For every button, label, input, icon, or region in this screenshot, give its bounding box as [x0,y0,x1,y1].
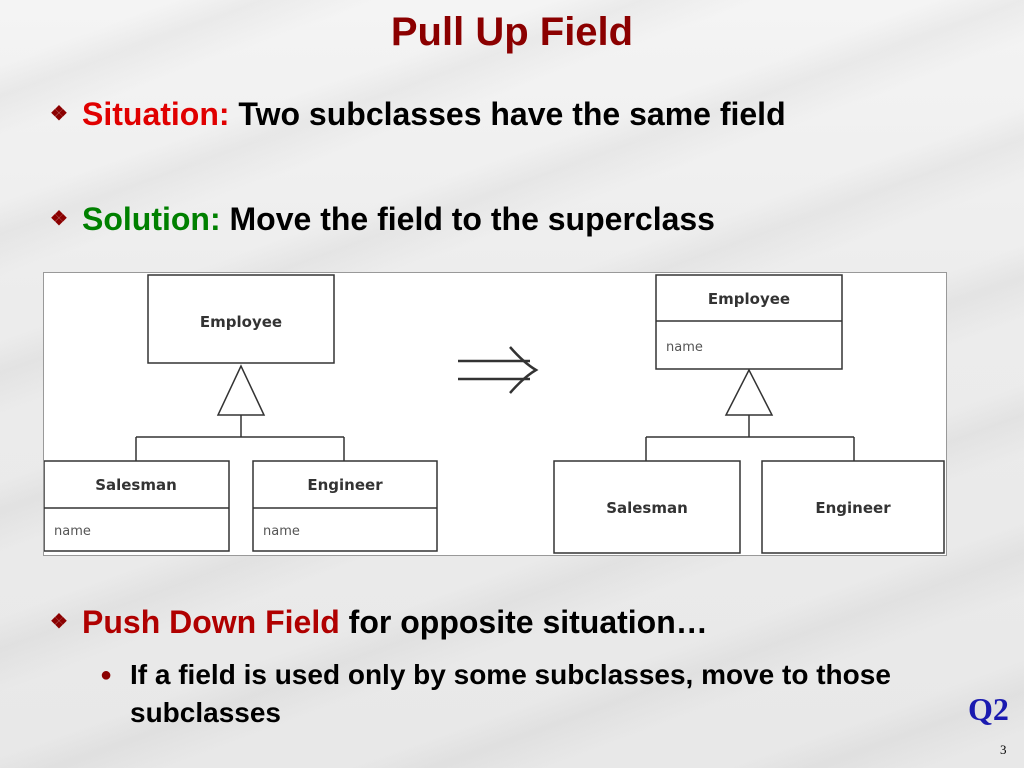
before-salesman-label: Salesman [95,476,177,494]
bullet-solution: ❖ Solution: Move the field to the supercl… [50,201,715,238]
after-superclass-field: name [666,340,703,355]
before-engineer-box [252,460,438,552]
before-salesman-box [43,460,230,552]
diamond-bullet-icon: ❖ [50,103,68,126]
uml-diagram-svg: Employee Salesman Engineer Employee Sale… [43,274,945,554]
diamond-bullet-icon: ❖ [50,611,68,634]
after-salesman-label: Salesman [606,499,688,517]
refactor-arrow-icon [458,346,539,394]
bullet-push-down: ❖ Push Down Field for opposite situation… [50,604,708,641]
bullet-label: Push Down Field [82,604,340,640]
sub-bullet: ● If a field is used only by some subcla… [100,656,970,732]
after-engineer-box [761,460,945,554]
sub-bullet-text: If a field is used only by some subclass… [130,659,891,728]
diamond-bullet-icon: ❖ [50,208,68,231]
after-salesman-box [553,460,741,554]
before-salesman-field: name [54,524,91,539]
before-engineer-field: name [263,524,300,539]
question-link[interactable]: Q2 [968,691,1009,727]
round-bullet-icon: ● [100,664,113,686]
before-employee-box [147,274,335,364]
after-superclass-label: Employee [708,290,790,308]
page-number: 3 [1000,742,1007,757]
bullet-situation: ❖ Situation: Two subclasses have the same… [50,96,786,133]
bullet-label: Solution: [82,201,221,237]
bullet-text: Move the field to the superclass [220,201,715,237]
slide-title: Pull Up Field [390,10,634,54]
bullet-label: Situation: [82,96,230,132]
before-engineer-label: Engineer [307,476,383,494]
uml-diagram: Employee Salesman Engineer Employee Sale… [43,272,947,556]
before-inheritance-triangle [216,364,266,416]
before-superclass-label: Employee [200,313,282,331]
bullet-text: Two subclasses have the same field [229,96,786,132]
bullet-text: for opposite situation… [339,604,708,640]
after-inheritance-triangle [724,368,774,416]
after-engineer-label: Engineer [815,499,891,517]
